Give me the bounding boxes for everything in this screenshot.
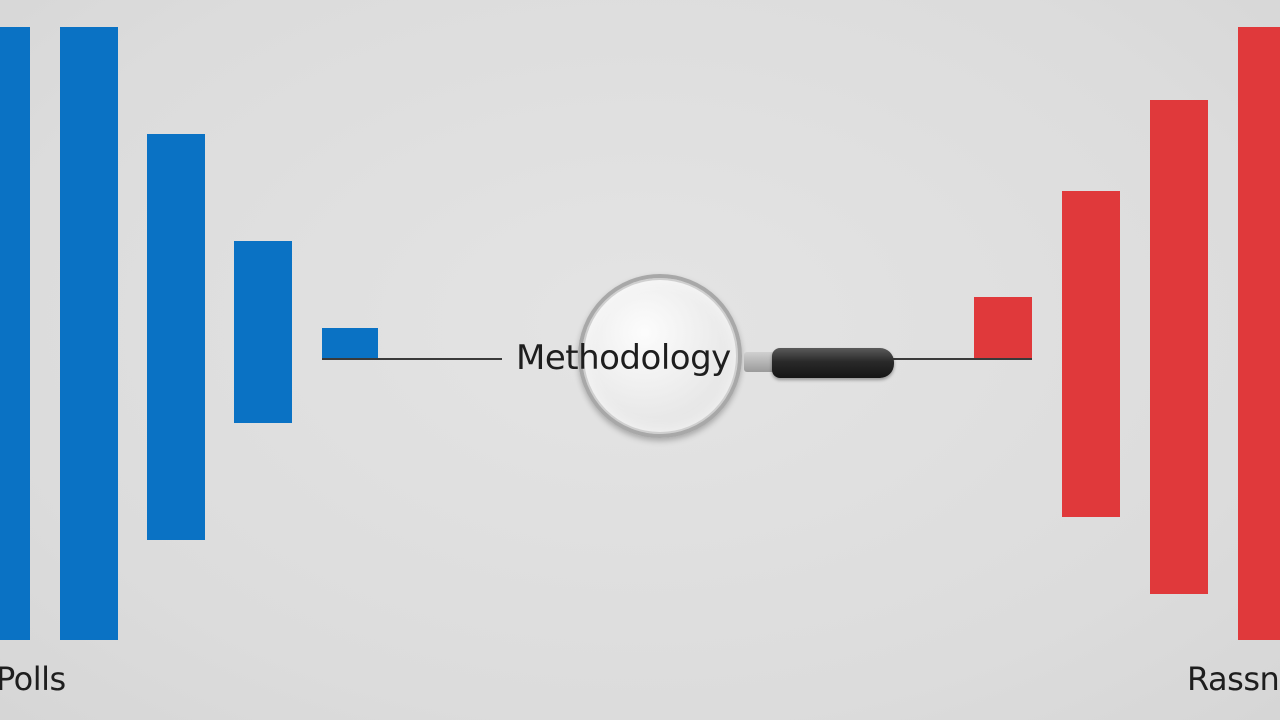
blue-bar-3: [147, 134, 205, 540]
blue-bar-5: [322, 328, 378, 359]
magnifier-handle: [772, 348, 894, 378]
magnifying-glass-icon: Methodology: [500, 272, 900, 448]
magnifier-lens: [578, 274, 742, 438]
magnifier-neck: [744, 352, 778, 372]
blue-bar-2: [60, 27, 118, 640]
methodology-label: Methodology: [516, 338, 731, 378]
red-bar-2: [1062, 191, 1120, 517]
red-bar-1: [974, 297, 1032, 358]
red-bar-4: [1238, 27, 1280, 640]
right-caption: Rassn: [1187, 660, 1280, 698]
left-caption: Polls: [0, 660, 66, 698]
left-baseline: [322, 358, 502, 360]
red-bar-3: [1150, 100, 1208, 594]
blue-bar-1: [0, 27, 30, 640]
blue-bar-4: [234, 241, 292, 423]
right-baseline: [890, 358, 1032, 360]
